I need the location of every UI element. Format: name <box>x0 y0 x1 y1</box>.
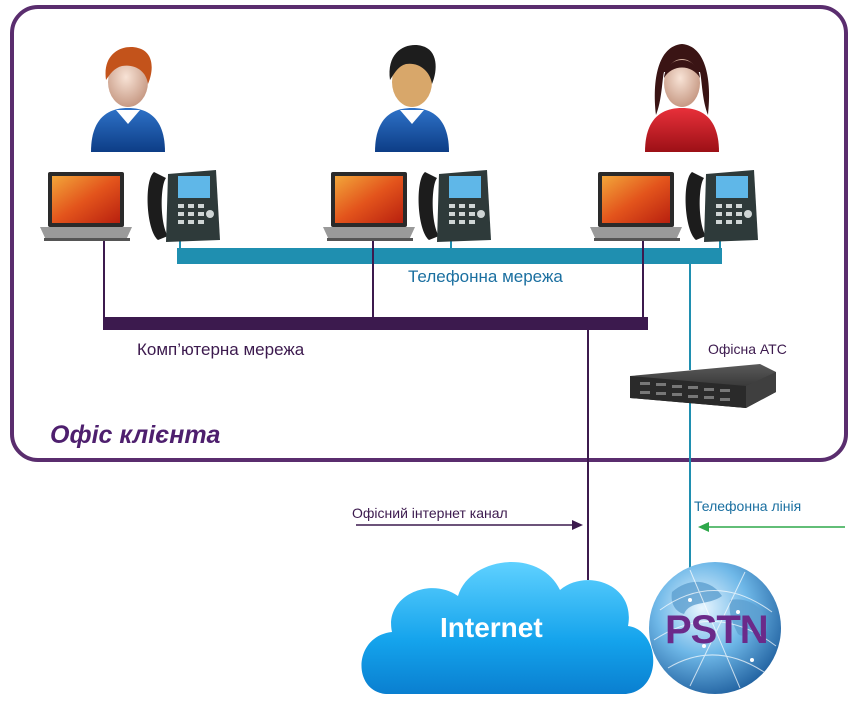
laptop-icon <box>590 172 682 241</box>
ip-phone-icon <box>418 170 491 242</box>
internet-label: Internet <box>440 612 543 643</box>
user-male-dark-icon <box>375 45 449 152</box>
laptop-icon <box>40 172 132 241</box>
office-pbx-label: Офісна АТС <box>708 341 787 357</box>
user-male-ginger-icon <box>91 47 165 152</box>
computer-network-bus <box>103 317 648 330</box>
phone-line-label: Телефонна лінія <box>694 498 802 514</box>
computer-network-label: Комп’ютерна мережа <box>137 340 305 359</box>
ip-phone-icon <box>685 170 758 242</box>
pbx-rack-icon <box>630 364 776 408</box>
user-female-icon <box>645 44 719 152</box>
laptop-icon <box>323 172 415 241</box>
client-office-boundary <box>10 5 848 462</box>
phone-network-label: Телефонна мережа <box>408 267 563 286</box>
phone-network-bus <box>177 248 722 264</box>
pstn-label: PSTN <box>665 608 769 652</box>
internet-channel-label: Офісний інтернет канал <box>352 505 508 521</box>
client-office-label: Офіс клієнта <box>50 421 221 449</box>
ip-phone-icon <box>147 170 220 242</box>
cloud-icon <box>361 562 654 694</box>
globe-icon <box>649 562 781 694</box>
